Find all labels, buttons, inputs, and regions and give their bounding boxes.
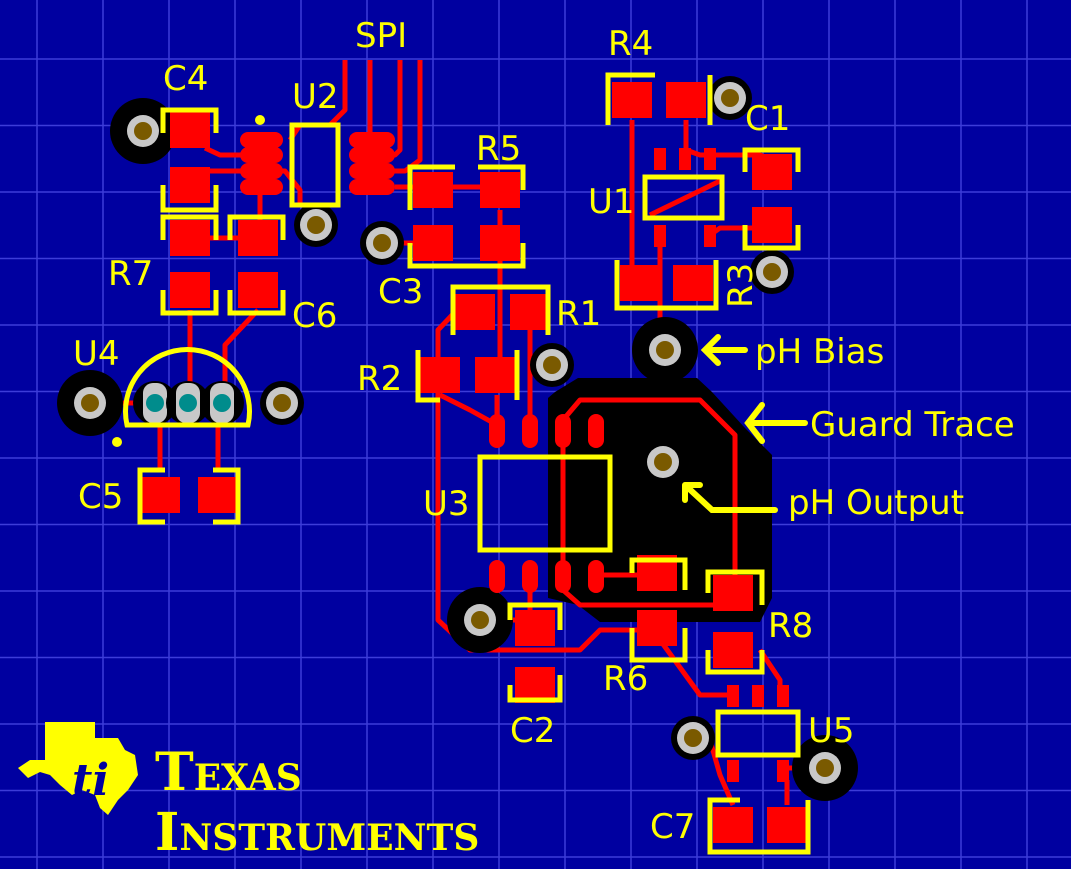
label-c3: C3 [378, 272, 423, 312]
smd-pad [515, 610, 555, 646]
smd-pad [510, 294, 550, 330]
label-c1: C1 [745, 99, 790, 139]
smd-pad [170, 272, 210, 308]
label-u3: U3 [423, 484, 470, 524]
label-u4: U4 [73, 334, 120, 374]
via [360, 221, 404, 265]
label-c4: C4 [163, 59, 208, 99]
smd-pad [673, 265, 713, 301]
label-c6: C6 [292, 296, 337, 336]
annotation-ph-output: pH Output [788, 483, 964, 523]
label-r5: R5 [476, 129, 521, 169]
via [671, 716, 715, 760]
smd-pad [515, 667, 555, 703]
label-r6: R6 [603, 659, 648, 699]
label-spi: SPI [355, 16, 407, 56]
designator-labels: SPI C4 U2 R7 C6 U4 C5 R5 C3 R1 R2 U3 C2 … [73, 16, 1015, 847]
label-r1: R1 [556, 294, 601, 334]
via [708, 76, 752, 120]
ph-output-arrow [682, 482, 778, 513]
smd-pad [170, 220, 210, 256]
via [750, 250, 794, 294]
label-u2: U2 [292, 77, 339, 117]
smd-pad [713, 807, 753, 843]
smd-pad [713, 575, 753, 611]
via [792, 735, 858, 801]
smd-pad [170, 112, 210, 148]
ti-mark: ti [72, 755, 109, 806]
smd-pad [198, 477, 238, 513]
ti-texas-state-icon [18, 722, 138, 815]
label-r3: R3 [721, 263, 761, 308]
label-c2: C2 [510, 711, 555, 751]
smd-pad [475, 357, 515, 393]
through-hole-pin [200, 381, 244, 425]
vias [57, 76, 858, 801]
annotation-ph-bias: pH Bias [755, 332, 884, 372]
label-u5: U5 [808, 711, 855, 751]
annotation-guard-trace: Guard Trace [810, 405, 1015, 445]
smd-pad [480, 225, 520, 261]
label-c7: C7 [650, 807, 695, 847]
guard-trace-arrow [744, 402, 808, 444]
smd-pad [140, 477, 180, 513]
via [110, 98, 176, 164]
logo-instruments: Instruments [155, 802, 479, 863]
label-r4: R4 [608, 24, 653, 64]
smd-pad [455, 294, 495, 330]
label-c5: C5 [78, 477, 123, 517]
smd-pad [480, 172, 520, 208]
smd-pad [752, 154, 792, 190]
ph-bias-arrow [700, 334, 748, 366]
through-hole-pin [133, 381, 177, 425]
smd-pad [620, 265, 660, 301]
label-r7: R7 [108, 254, 153, 294]
via [530, 343, 574, 387]
via [294, 203, 338, 247]
smd-pad [752, 207, 792, 243]
smd-pad [666, 82, 706, 118]
texas-instruments-logo: ti Texas Instruments [18, 722, 479, 863]
via [641, 440, 685, 484]
smd-pad [238, 272, 278, 308]
smd-pad [238, 220, 278, 256]
through-hole-pin [166, 381, 210, 425]
label-r8: R8 [768, 606, 813, 646]
smd-pad [767, 807, 807, 843]
smd-pad [420, 357, 460, 393]
via [632, 317, 698, 383]
via [57, 370, 123, 436]
label-u1: U1 [588, 182, 635, 222]
smd-pad [713, 632, 753, 668]
via [447, 587, 513, 653]
silkscreen [112, 72, 811, 855]
smd-pad [637, 610, 677, 646]
logo-texas: Texas [155, 742, 302, 803]
smd-pads [140, 82, 807, 843]
smd-pad [170, 167, 210, 203]
via [260, 381, 304, 425]
label-r2: R2 [357, 359, 402, 399]
smd-pad [413, 172, 453, 208]
annotation-arrows [682, 334, 808, 513]
ic-pins [240, 132, 789, 782]
smd-pad [413, 225, 453, 261]
smd-pad [612, 82, 652, 118]
